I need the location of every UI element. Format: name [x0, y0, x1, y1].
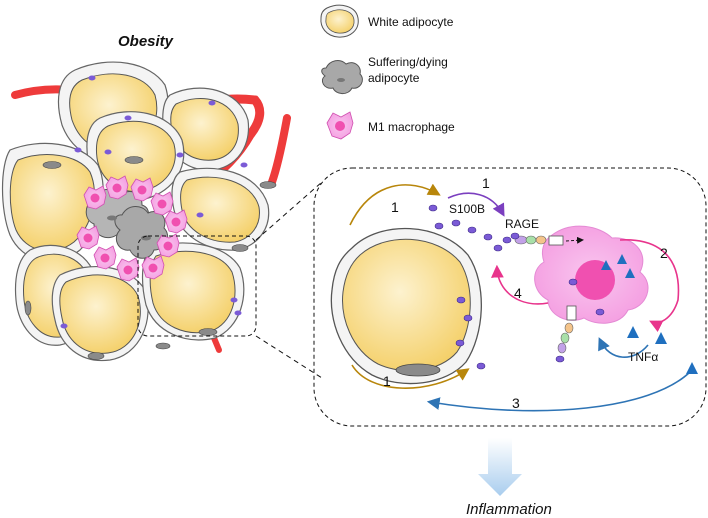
- tnfa-inside: [601, 254, 635, 278]
- arrow-step4: [491, 264, 549, 305]
- arrow-step3: [426, 371, 691, 412]
- legend: White adipocyte Suffering/dying adipocyt…: [320, 4, 455, 140]
- step-label-1-top: 1: [391, 199, 399, 215]
- blood-vessel: [268, 114, 291, 186]
- step-label-4: 4: [514, 285, 522, 301]
- arrow-step1-top: [349, 183, 441, 226]
- s100b-vesicles: [428, 204, 512, 370]
- obesity-title: Obesity: [118, 33, 174, 50]
- m1-macrophage: [534, 225, 649, 324]
- blood-vessel: [211, 335, 222, 353]
- tnfa-label: TNFα: [628, 350, 658, 364]
- rage-receptor-bottom: [555, 305, 577, 363]
- inflammation-arrow: [478, 438, 522, 496]
- zoom-selection-box: [137, 235, 257, 337]
- s100b-vesicles-left: [60, 75, 248, 329]
- rage-receptor-top: [510, 232, 584, 246]
- inflammation-label: Inflammation: [466, 501, 552, 518]
- rage-label: RAGE: [505, 217, 539, 231]
- step-label-1-bottom: 1: [383, 373, 391, 389]
- legend-white-adipocyte-label: White adipocyte: [368, 15, 454, 29]
- adipocyte-nucleus: [395, 363, 441, 377]
- legend-dying-label-line1: Suffering/dying: [368, 55, 448, 69]
- zoom-connector-top: [255, 181, 323, 241]
- enlarged-adipocyte: [330, 227, 482, 385]
- legend-macrophage-label: M1 macrophage: [368, 120, 455, 134]
- step-label-2: 2: [660, 245, 668, 261]
- zoom-connector-bottom: [255, 335, 323, 379]
- zoom-panel: [313, 167, 707, 427]
- arrow-tnfa-feedback: [598, 337, 649, 358]
- legend-macrophage-icon: [326, 111, 354, 140]
- step-label-1-purple: 1: [482, 175, 490, 191]
- s100b-label: S100B: [449, 202, 485, 216]
- step-label-3: 3: [512, 395, 520, 411]
- tnfa-secreted: [627, 326, 698, 374]
- legend-dying-label-line2: adipocyte: [368, 71, 420, 85]
- arrow-step2: [619, 239, 680, 333]
- arrow-step1-bottom: [351, 364, 470, 389]
- legend-dying-adipocyte-icon: [321, 60, 363, 95]
- arrow-step1-purple: [447, 192, 505, 217]
